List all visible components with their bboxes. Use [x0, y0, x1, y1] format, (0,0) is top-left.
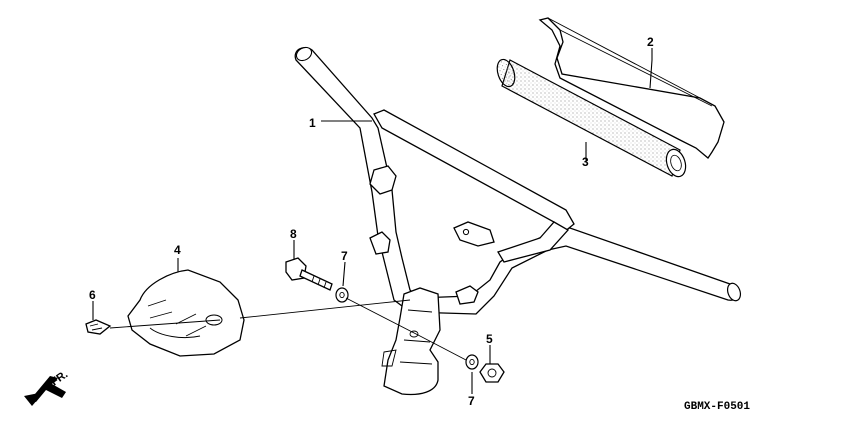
callout-4: 4 — [174, 243, 181, 257]
callout-5: 5 — [486, 332, 493, 346]
bolt — [285, 257, 333, 291]
figure-code: GBMX-F0501 — [684, 401, 750, 413]
callout-6: 6 — [89, 288, 96, 302]
callout-1: 1 — [309, 116, 316, 130]
handlebar-clamp — [381, 287, 441, 396]
callout-2: 2 — [647, 35, 654, 49]
nut — [479, 363, 505, 383]
handlebar-pad-cover — [538, 17, 725, 159]
handlebar — [294, 46, 742, 315]
callout-3: 3 — [582, 155, 589, 169]
callout-8: 8 — [290, 227, 297, 241]
callout-7-lower: 7 — [468, 394, 475, 408]
callout-7-upper: 7 — [341, 249, 348, 263]
screw — [85, 319, 112, 335]
foam-pad — [496, 58, 687, 178]
leader-lines — [92, 48, 653, 394]
washer-upper — [335, 287, 349, 303]
washer-lower — [465, 354, 479, 370]
handlebar-cover — [127, 269, 245, 357]
front-direction-arrow-icon — [24, 376, 66, 406]
